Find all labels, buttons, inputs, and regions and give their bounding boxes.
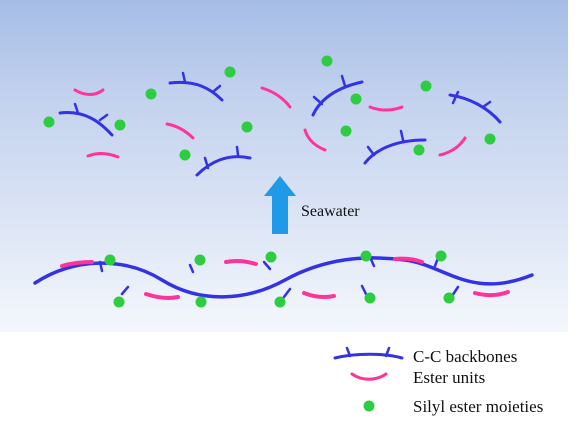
silyl-ester-dot xyxy=(114,119,126,131)
chain-ester-segment xyxy=(144,292,180,300)
chain-side-branch xyxy=(360,284,368,296)
silyl-ester-dot xyxy=(413,144,425,156)
ester-fragment xyxy=(368,105,404,112)
silyl-ester-dot xyxy=(274,296,286,308)
ester-fragment xyxy=(73,88,105,96)
legend-backbone-symbol xyxy=(333,346,404,360)
chain-side-branch xyxy=(98,260,104,273)
backbone-fragment xyxy=(311,74,364,117)
legend-silyl-symbol xyxy=(363,400,375,412)
seawater-arrow xyxy=(264,176,296,234)
silyl-ester-dot xyxy=(113,296,125,308)
chain-backbone xyxy=(33,256,534,299)
chain-ester-segment xyxy=(302,291,336,299)
legend-backbone-label: C-C backbones xyxy=(413,347,517,366)
silyl-ester-dot xyxy=(420,80,432,92)
silyl-ester-dot xyxy=(224,66,236,78)
silyl-ester-dot xyxy=(443,292,455,304)
free-silyl-moieties xyxy=(43,55,496,161)
silyl-ester-dot xyxy=(43,116,55,128)
silyl-ester-dot xyxy=(241,121,253,133)
silyl-ester-dot xyxy=(350,93,362,105)
silyl-ester-dot xyxy=(484,133,496,145)
legend-ester-symbol xyxy=(350,372,388,381)
backbone-fragment xyxy=(363,129,427,165)
silyl-ester-dot xyxy=(360,250,372,262)
degraded-fragments xyxy=(58,71,502,177)
chain-ester-segment xyxy=(473,290,510,298)
silyl-ester-dot xyxy=(145,88,157,100)
ester-fragment xyxy=(260,86,292,109)
silyl-ester-dot xyxy=(179,149,191,161)
chain-ester-segment xyxy=(224,258,258,266)
ester-fragment xyxy=(303,128,327,152)
legend-ester-label: Ester units xyxy=(413,368,485,387)
chain-ester-segment xyxy=(393,256,424,264)
chain-silyl-moieties xyxy=(104,250,455,308)
silyl-ester-dot xyxy=(195,296,207,308)
ester-fragment xyxy=(438,136,467,157)
backbone-fragment xyxy=(168,71,224,102)
legend: C-C backbones Ester units Silyl ester mo… xyxy=(333,346,543,416)
silyl-ester-dot xyxy=(265,251,277,263)
chain-ester-segment xyxy=(60,260,94,268)
chain-side-branch xyxy=(120,285,130,296)
silyl-ester-dot xyxy=(364,292,376,304)
seawater-background xyxy=(0,0,568,332)
chain-side-branch xyxy=(282,287,292,299)
ester-fragment xyxy=(165,122,195,140)
chain-side-branch xyxy=(188,263,195,274)
chain-side-branch xyxy=(262,260,272,271)
seawater-label: Seawater xyxy=(301,203,360,220)
silyl-ester-dot xyxy=(340,125,352,137)
silyl-ester-dot xyxy=(321,55,333,67)
backbone-fragment xyxy=(448,90,502,124)
intact-polymer-chain xyxy=(33,255,534,300)
legend-silyl-label: Silyl ester moieties xyxy=(413,397,543,416)
ester-fragment xyxy=(86,152,120,159)
backbone-fragment xyxy=(58,102,114,137)
silyl-ester-dot xyxy=(435,250,447,262)
silyl-ester-dot xyxy=(104,254,116,266)
backbone-fragment xyxy=(195,145,252,177)
silyl-ester-dot xyxy=(194,254,206,266)
